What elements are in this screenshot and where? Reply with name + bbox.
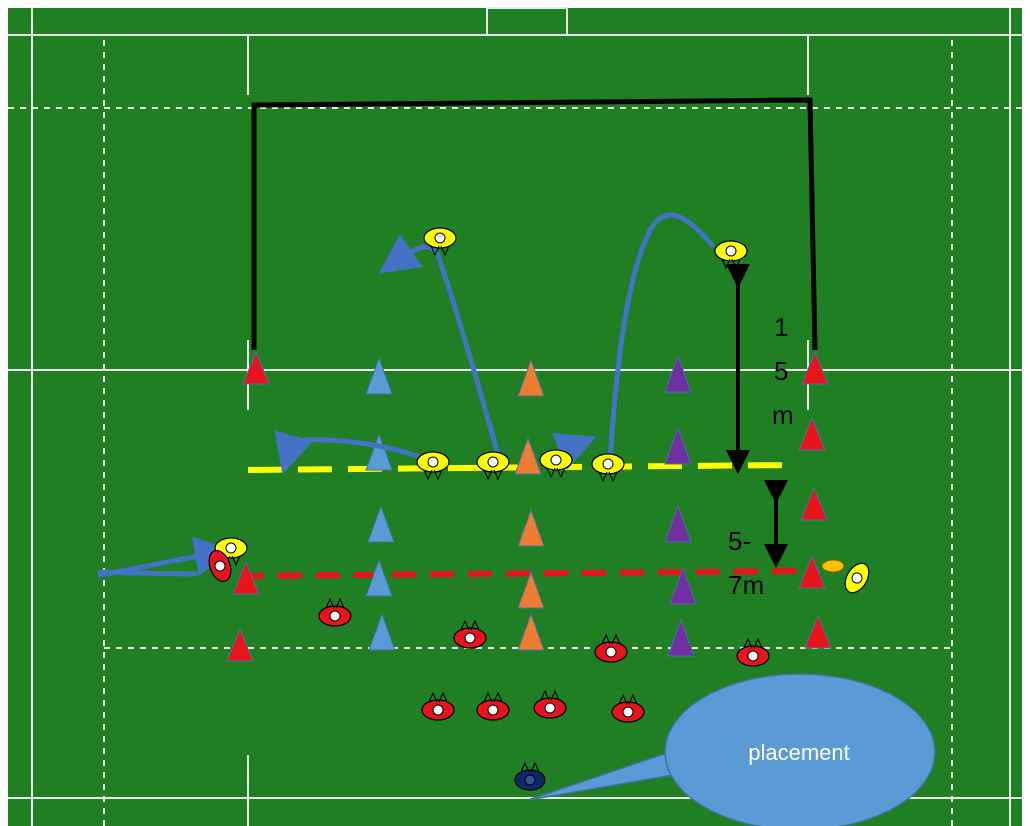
ball-icon	[822, 560, 844, 572]
distance-label-15m: 1	[774, 312, 788, 342]
distance-label-15m: m	[772, 400, 794, 430]
callout-text: placement	[748, 740, 850, 765]
distance-label-5-7m: 5-	[728, 526, 751, 556]
distance-label-15m: 5	[774, 356, 788, 386]
run-arrow-icon	[100, 572, 195, 574]
distance-label-5-7m: 7m	[728, 570, 764, 600]
